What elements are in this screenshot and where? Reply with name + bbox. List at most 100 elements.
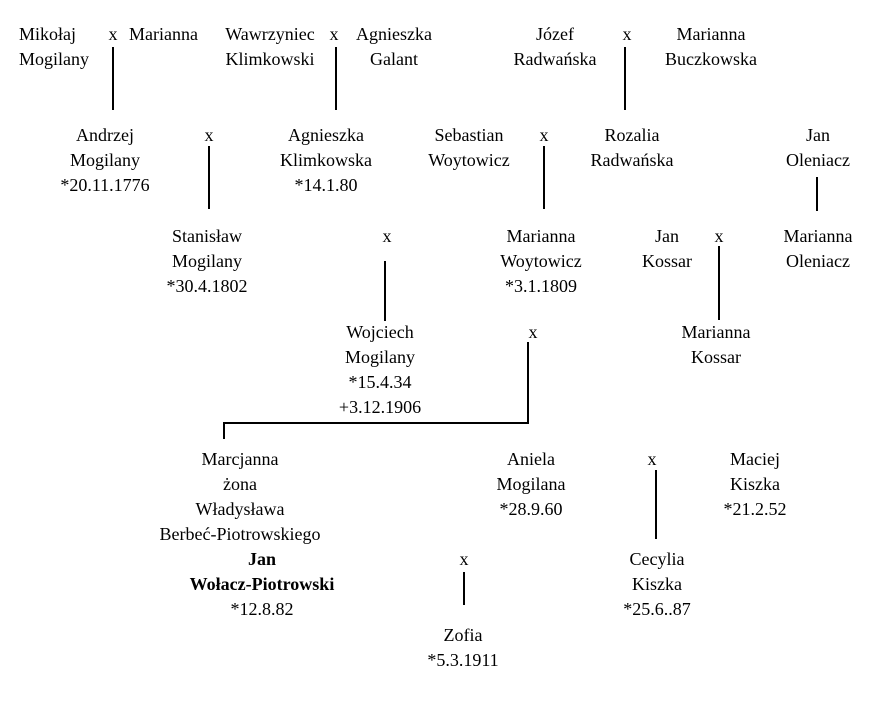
person-name-line: Jan bbox=[247, 549, 276, 569]
descent-line-andrzej-to-stanislaw bbox=[208, 146, 210, 209]
person-jozef-radwanska: Józef Radwańska bbox=[514, 22, 597, 72]
person-birth-date: *21.2.52 bbox=[723, 499, 787, 519]
person-name-line: Kossar bbox=[642, 251, 692, 271]
marriage-mikolaj-marianna: x bbox=[108, 24, 118, 44]
marriage-sebastian-rozalia: x bbox=[539, 125, 549, 145]
descent-line-jozef-to-rozalia bbox=[624, 47, 626, 110]
person-name-line: żona bbox=[223, 474, 257, 494]
person-name-line: Maciej bbox=[730, 449, 780, 469]
person-sebastian-woytowicz: Sebastian Woytowicz bbox=[428, 123, 510, 173]
person-jan-wolacz-piotrowski: Jan Wołacz-Piotrowski *12.8.82 bbox=[190, 547, 335, 622]
person-name-line: Kossar bbox=[691, 347, 741, 367]
person-marcjanna: Marcjanna żona Władysława Berbeć-Piotrow… bbox=[160, 447, 321, 547]
person-marianna-kossar: Marianna Kossar bbox=[682, 320, 751, 370]
person-name-line: Jan bbox=[806, 125, 830, 145]
descent-line-wawrzyniec-to-agnieszka bbox=[335, 47, 337, 110]
descent-line-stanislaw-to-wojciech bbox=[384, 261, 386, 321]
person-name-line: Marianna bbox=[681, 322, 751, 342]
person-name-line: Marcjanna bbox=[201, 449, 279, 469]
person-maciej-kiszka: Maciej Kiszka *21.2.52 bbox=[724, 447, 787, 522]
descent-line-jan-to-zofia bbox=[463, 572, 465, 605]
person-marianna-oleniacz: Marianna Oleniacz bbox=[784, 224, 853, 274]
person-name-line: Klimkowska bbox=[280, 150, 372, 170]
person-name-line: Kiszka bbox=[730, 474, 780, 494]
person-name-line: Marianna bbox=[506, 226, 576, 246]
person-birth-date: *28.9.60 bbox=[499, 499, 563, 519]
person-name-line: Marianna bbox=[676, 24, 746, 44]
person-birth-date: *3.1.1809 bbox=[505, 276, 577, 296]
marriage-jozef-marianna: x bbox=[622, 24, 632, 44]
person-birth-date: *12.8.82 bbox=[230, 599, 294, 619]
person-name-line: Wawrzyniec bbox=[225, 24, 315, 44]
person-name-line: Radwańska bbox=[513, 49, 597, 69]
person-birth-date: *14.1.80 bbox=[294, 175, 358, 195]
person-name-line: Aniela bbox=[507, 449, 555, 469]
person-marianna-woytowicz: Marianna Woytowicz *3.1.1809 bbox=[500, 224, 582, 299]
descent-line-oleniacz bbox=[816, 177, 818, 211]
person-name-line: Cecylia bbox=[629, 549, 685, 569]
person-name-line: Woytowicz bbox=[428, 150, 510, 170]
person-mikolaj-mogilany: Mikołaj Mogilany bbox=[19, 22, 89, 72]
person-marianna: Marianna bbox=[129, 22, 198, 47]
person-name-line: Agnieszka bbox=[288, 125, 364, 145]
person-name-line: Marianna bbox=[129, 24, 198, 44]
person-name-line: Władysława bbox=[195, 499, 285, 519]
person-name-line: Stanisław bbox=[172, 226, 242, 246]
person-name-line: Marianna bbox=[783, 226, 853, 246]
person-stanislaw-mogilany: Stanisław Mogilany *30.4.1802 bbox=[167, 224, 248, 299]
person-zofia: Zofia *5.3.1911 bbox=[427, 623, 498, 673]
descent-line-sebastian-to-marianna bbox=[543, 146, 545, 209]
descent-line-wojciech-to-children bbox=[527, 342, 529, 424]
person-name-line: Zofia bbox=[443, 625, 483, 645]
person-marianna-buczkowska: Marianna Buczkowska bbox=[665, 22, 757, 72]
person-name-line: Oleniacz bbox=[786, 150, 850, 170]
branch-line-marcjanna bbox=[223, 422, 225, 439]
descent-line-maciej-to-cecylia bbox=[655, 470, 657, 539]
person-name-line: Jan bbox=[655, 226, 679, 246]
person-name-line: Wojciech bbox=[346, 322, 414, 342]
person-name-line: Józef bbox=[536, 24, 574, 44]
person-name-line: Klimkowski bbox=[225, 49, 315, 69]
person-name-line: Mogilany bbox=[172, 251, 242, 271]
marriage-stanislaw-marianna: x bbox=[382, 226, 392, 246]
person-name-line: Berbeć-Piotrowskiego bbox=[159, 524, 321, 544]
person-death-date: +3.12.1906 bbox=[338, 397, 422, 417]
descent-line-kossar-to-marianna bbox=[718, 246, 720, 320]
person-name-line: Rozalia bbox=[604, 125, 660, 145]
person-name-line: Buczkowska bbox=[665, 49, 757, 69]
person-name-line: Kiszka bbox=[632, 574, 682, 594]
person-birth-date: *30.4.1802 bbox=[166, 276, 248, 296]
person-wawrzyniec-klimkowski: Wawrzyniec Klimkowski bbox=[225, 22, 315, 72]
person-andrzej-mogilany: Andrzej Mogilany *20.11.1776 bbox=[60, 123, 149, 198]
person-name-line: Andrzej bbox=[76, 125, 134, 145]
person-rozalia-radwanska: Rozalia Radwańska bbox=[591, 123, 674, 173]
person-name-line: Mogilana bbox=[496, 474, 566, 494]
person-birth-date: *15.4.34 bbox=[348, 372, 412, 392]
person-name-line: Woytowicz bbox=[500, 251, 582, 271]
person-name-line: Agnieszka bbox=[356, 24, 432, 44]
descent-line-mikolaj-to-andrzej bbox=[112, 47, 114, 110]
person-name-line: Sebastian bbox=[434, 125, 504, 145]
marriage-wojciech-marianna: x bbox=[528, 322, 538, 342]
person-name-line: Mikołaj bbox=[19, 24, 76, 44]
person-name-line: Oleniacz bbox=[786, 251, 850, 271]
person-birth-date: *5.3.1911 bbox=[427, 650, 499, 670]
person-aniela-mogilana: Aniela Mogilana *28.9.60 bbox=[497, 447, 566, 522]
person-birth-date: *20.11.1776 bbox=[60, 175, 150, 195]
marriage-andrzej-agnieszka: x bbox=[204, 125, 214, 145]
marriage-jan-marianna: x bbox=[714, 226, 724, 246]
marriage-jan-aniela: x bbox=[459, 549, 469, 569]
person-agnieszka-galant: Agnieszka Galant bbox=[356, 22, 432, 72]
person-name-line: Wołacz-Piotrowski bbox=[189, 574, 335, 594]
person-wojciech-mogilany: Wojciech Mogilany *15.4.34 +3.12.1906 bbox=[339, 320, 421, 420]
person-cecylia-kiszka: Cecylia Kiszka *25.6..87 bbox=[623, 547, 691, 622]
person-name-line: Mogilany bbox=[345, 347, 415, 367]
person-name-line: Mogilany bbox=[70, 150, 140, 170]
person-jan-oleniacz: Jan Oleniacz bbox=[786, 123, 850, 173]
person-birth-date: *25.6..87 bbox=[623, 599, 691, 619]
sibling-line-children bbox=[223, 422, 529, 424]
person-jan-kossar: Jan Kossar bbox=[642, 224, 692, 274]
person-agnieszka-klimkowska: Agnieszka Klimkowska *14.1.80 bbox=[280, 123, 372, 198]
person-name-line: Mogilany bbox=[19, 49, 89, 69]
